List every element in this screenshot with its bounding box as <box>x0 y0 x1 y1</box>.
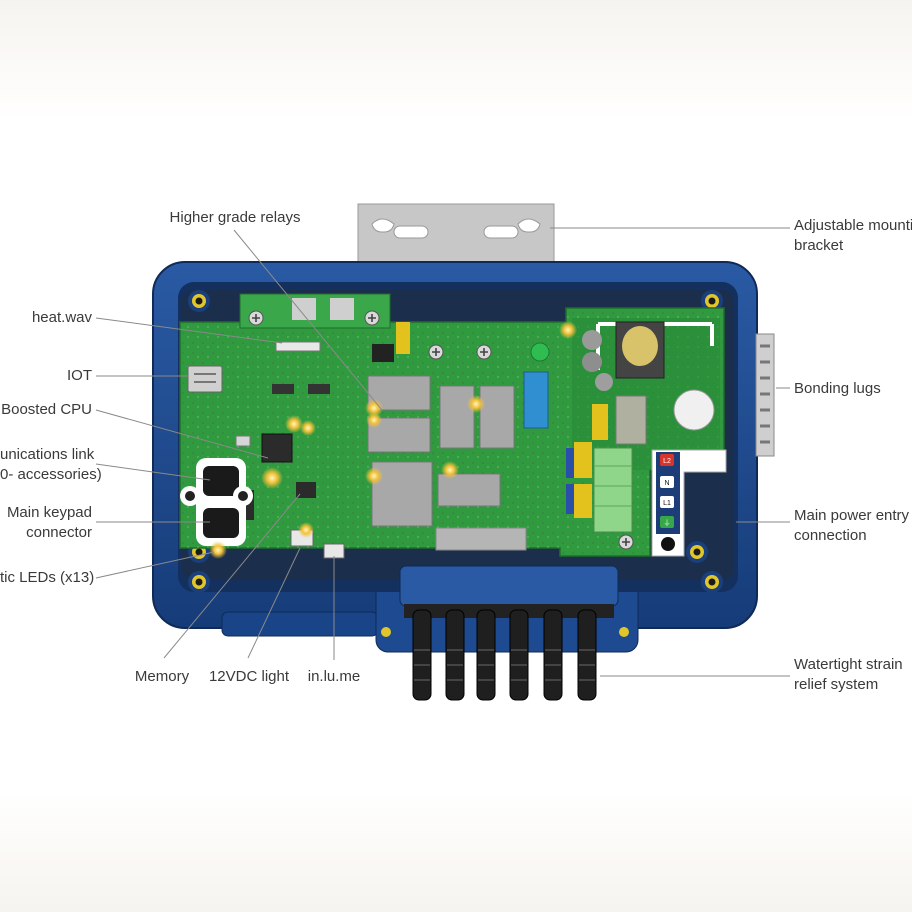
leader-lines <box>95 227 790 677</box>
strain-relief-system <box>381 565 629 701</box>
label-iot: IOT <box>67 367 92 384</box>
label-in-lu-me: in.lu.me <box>307 668 361 685</box>
terminal-label: L1 <box>663 500 671 507</box>
power-terminal-panel: L2 N L1 ⏚ <box>651 449 727 557</box>
led-glow-icon <box>209 321 577 559</box>
bonding-lugs <box>755 333 775 457</box>
label-diagnostic-leds: tic LEDs (x13) <box>0 569 95 586</box>
label-12vdc-light: 12VDC light <box>208 668 290 685</box>
mounting-bracket <box>357 203 555 269</box>
label-boosted-cpu: Boosted CPU <box>1 401 92 418</box>
ground-icon: ⏚ <box>664 519 671 527</box>
label-bonding-lugs: Bonding lugs <box>794 380 881 397</box>
components <box>180 321 715 559</box>
label-heat-wav: heat.wav <box>31 309 92 326</box>
label-higher-grade-relays: Higher grade relays <box>169 209 301 226</box>
terminal-label: L2 <box>663 458 671 465</box>
terminal-label: N <box>664 480 669 487</box>
label-memory: Memory <box>134 668 190 685</box>
